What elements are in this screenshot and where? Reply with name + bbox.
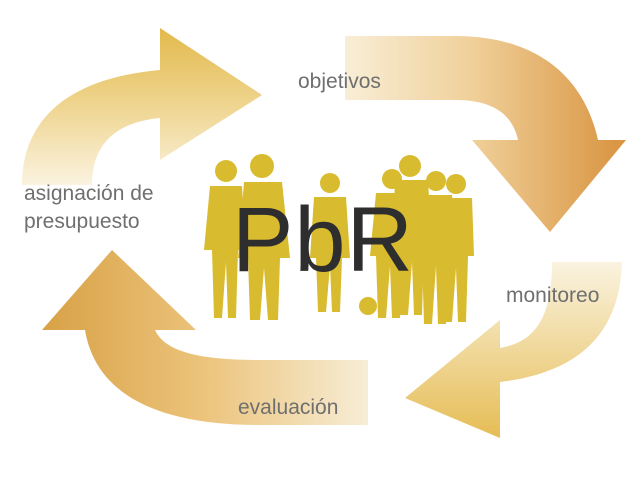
cycle-arrow-icon [22,28,262,185]
stage-label-asignacion-line2: presupuesto [24,210,140,233]
stage-label-objetivos: objetivos [298,70,381,93]
cycle-arrow-icon [42,250,368,425]
cycle-arrow-icon [345,36,626,232]
stage-label-asignacion-line1: asignación de [24,182,154,205]
stage-label-monitoreo: monitoreo [506,284,600,307]
stage-label-evaluacion: evaluación [238,396,339,419]
people-silhouette-icon [204,154,474,324]
center-title: PbR [232,189,414,291]
cycle-arrow-icon [405,262,622,438]
